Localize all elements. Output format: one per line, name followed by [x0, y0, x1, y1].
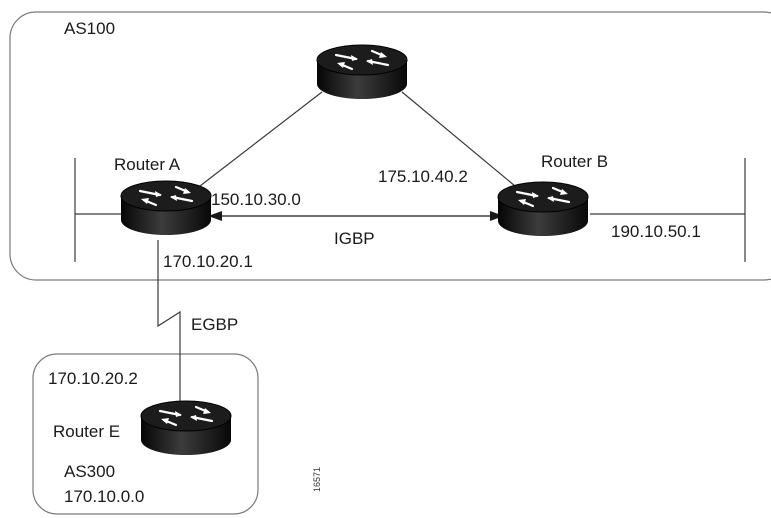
- router-a-ip-right: 150.10.30.0: [211, 190, 301, 209]
- link-top-to-router-b: [401, 91, 516, 187]
- figure-id: 16571: [312, 467, 322, 492]
- router-b-ip-right: 190.10.50.1: [611, 222, 701, 241]
- router-b-ip-left: 175.10.40.2: [378, 167, 468, 186]
- ibgp-arrowhead-right: [490, 211, 504, 221]
- ebgp-label: EGBP: [191, 315, 238, 334]
- router-e: [139, 399, 233, 457]
- router-a: [119, 179, 213, 237]
- router-e-name: Router E: [53, 422, 120, 441]
- ibgp-arrowhead-left: [208, 211, 222, 221]
- router-e-ip-top: 170.10.20.2: [48, 369, 138, 388]
- as100-boundary: [9, 11, 771, 281]
- router-top: [315, 43, 409, 101]
- as300-network: 170.10.0.0: [64, 487, 144, 506]
- as100-label: AS100: [64, 19, 115, 38]
- as300-label: AS300: [64, 462, 115, 481]
- router-b: [496, 180, 590, 238]
- router-a-ip-bottom: 170.10.20.1: [163, 252, 253, 271]
- link-top-to-router-a: [199, 91, 323, 187]
- router-a-name: Router A: [114, 155, 181, 174]
- ebgp-serial-link: [157, 240, 181, 405]
- router-b-name: Router B: [541, 152, 608, 171]
- ibgp-label: IGBP: [334, 229, 375, 248]
- as300-boundary: [32, 353, 259, 515]
